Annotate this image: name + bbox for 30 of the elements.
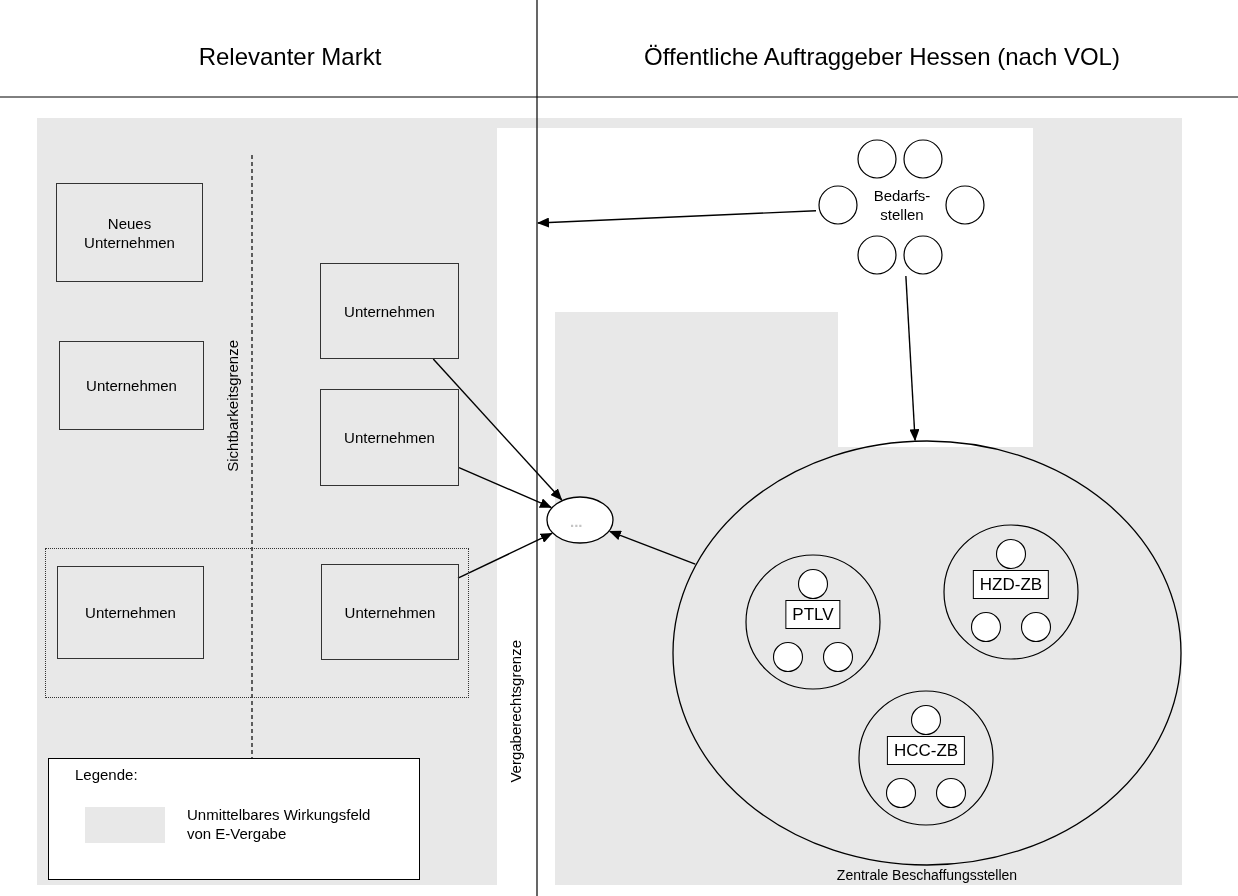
company-box: Unternehmen [321, 564, 459, 660]
company-box: Unternehmen [59, 341, 204, 430]
boundary-label: Vergaberechtsgrenze [507, 640, 524, 783]
organization-circle [943, 524, 1079, 660]
org-name-label: HCC-ZB [886, 736, 966, 765]
ellipse-caption: Zentrale Beschaffungsstellen [835, 866, 1019, 884]
column-heading: Relevanter Markt [197, 42, 383, 72]
legend-heading: Legende: [75, 766, 138, 783]
ellipse-label: ... [570, 512, 583, 531]
organization-circle [745, 554, 881, 690]
node-label: Bedarfs- stellen [872, 186, 932, 224]
column-heading: Öffentliche Auftraggeber Hessen (nach VOL) [643, 42, 1121, 72]
company-box: Neues Unternehmen [56, 183, 203, 282]
arrow [458, 466, 552, 509]
boundary-label: Sichtbarkeitsgrenze [224, 340, 241, 472]
company-box: Unternehmen [320, 389, 459, 486]
arrow [432, 358, 563, 501]
ellipse-node [546, 496, 614, 544]
organization-circle [858, 690, 994, 826]
company-box: Unternehmen [320, 263, 459, 359]
legend-text: Unmittelbares Wirkungsfeld von E-Vergabe [187, 805, 372, 843]
circle-cluster [816, 138, 988, 276]
dotted-group-frame [45, 548, 469, 698]
org-name-label: PTLV [785, 600, 841, 629]
org-name-label: HZD-ZB [972, 570, 1050, 599]
company-box: Unternehmen [57, 566, 204, 659]
arrow [457, 532, 553, 579]
arrow [537, 210, 817, 228]
arrow [608, 530, 696, 565]
arrow [905, 275, 920, 442]
